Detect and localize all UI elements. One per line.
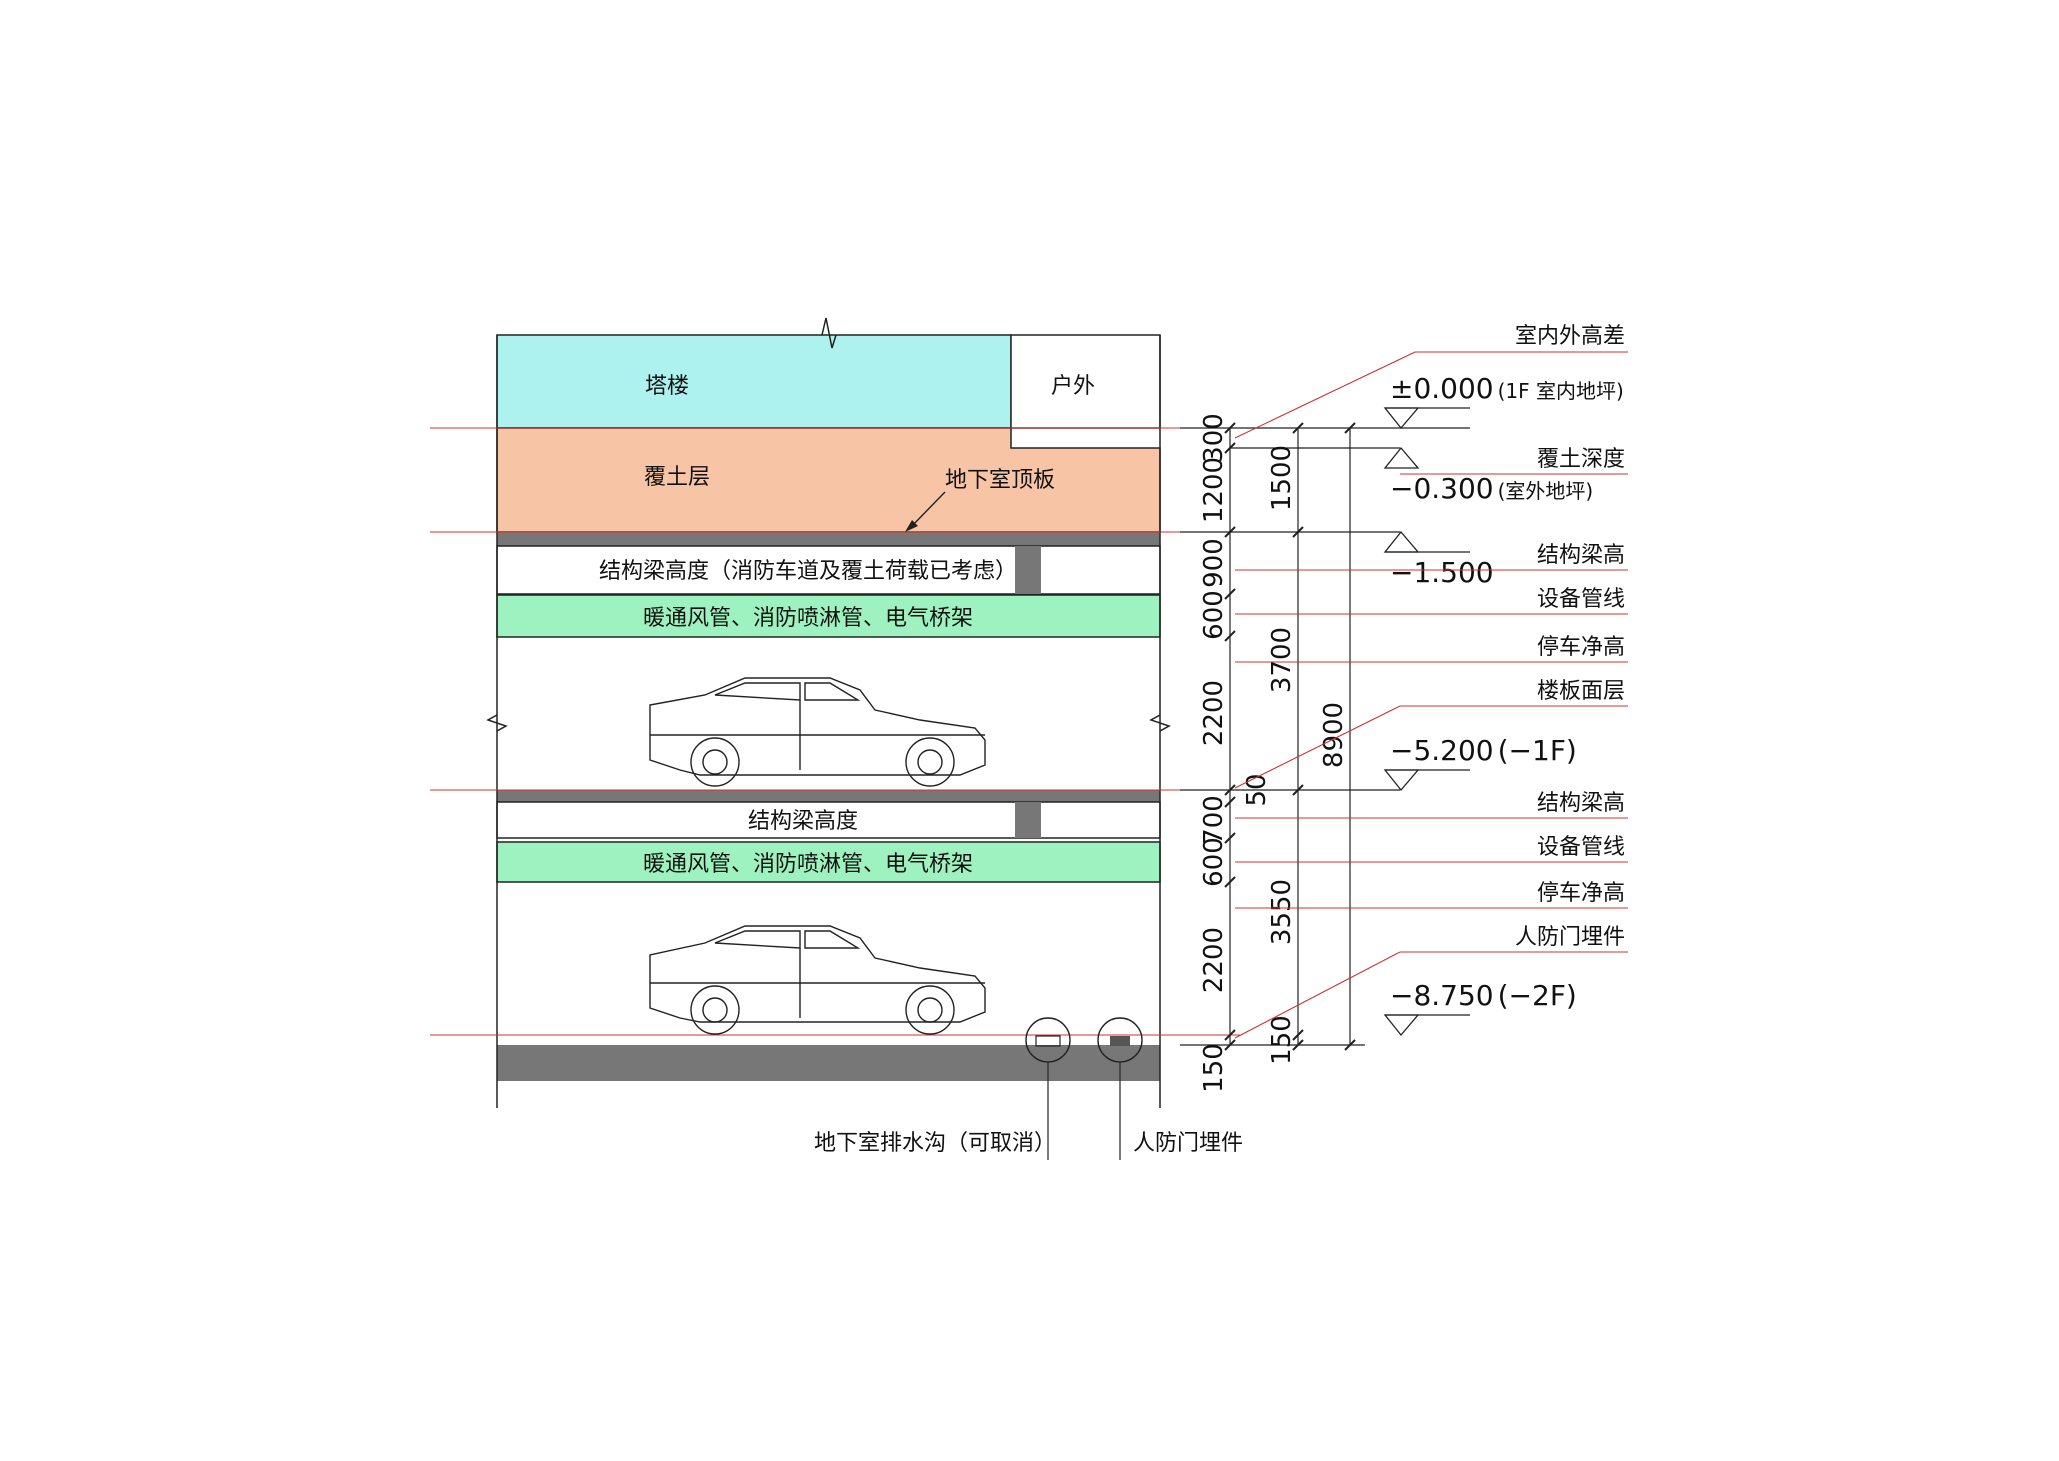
reference-lines (430, 427, 1240, 1036)
svg-text:人防门埋件: 人防门埋件 (1515, 925, 1625, 950)
elevation-markers (1383, 407, 1470, 1037)
break-mark-top (821, 317, 837, 349)
label-roof-slab: 地下室顶板 (945, 468, 1055, 493)
svg-text:150: 150 (1199, 1043, 1229, 1093)
svg-text:±0.000(1F 室内地坪): ±0.000(1F 室内地坪) (1390, 372, 1624, 405)
car-b1 (649, 677, 986, 787)
svg-text:700: 700 (1199, 795, 1229, 845)
dimension-ticks (1224, 422, 1356, 1051)
beam-zone-top (496, 545, 1161, 595)
tower-zone (496, 334, 1012, 429)
label-beam-mid: 结构梁高度 (748, 809, 858, 834)
label-mep-top: 暖通风管、消防喷淋管、电气桥架 (643, 606, 973, 631)
label-outdoor: 户外 (1051, 374, 1095, 399)
svg-text:2200: 2200 (1199, 680, 1229, 746)
soil-zone (496, 427, 1161, 533)
svg-text:楼板面层: 楼板面层 (1537, 679, 1625, 704)
dims-col2: 1500 3700 3550 150 (1267, 445, 1297, 1065)
svg-text:停车净高: 停车净高 (1537, 881, 1625, 906)
svg-text:2200: 2200 (1199, 927, 1229, 993)
svg-text:室内外高差: 室内外高差 (1515, 324, 1625, 349)
svg-text:1200: 1200 (1199, 457, 1229, 523)
right-labels: 室内外高差 覆土深度 结构梁高 设备管线 停车净高 楼板面层 结构梁高 设备管线… (1515, 324, 1625, 950)
svg-text:50: 50 (1242, 773, 1272, 806)
label-soil: 覆土层 (644, 465, 710, 490)
roof-slab (497, 532, 1160, 546)
svg-text:−1.500: −1.500 (1390, 556, 1494, 589)
dims-col3: 8900 (1319, 702, 1349, 768)
svg-text:3550: 3550 (1267, 879, 1297, 945)
dims-col1: 300 1200 900 600 2200 50 700 600 2200 15… (1199, 413, 1272, 1093)
svg-text:−0.300(室外地坪): −0.300(室外地坪) (1390, 472, 1593, 505)
label-civil-embed: 人防门埋件 (1133, 1131, 1243, 1156)
label-beam-top: 结构梁高度（消防车道及覆土荷载已考虑） (599, 559, 1017, 584)
svg-text:设备管线: 设备管线 (1537, 587, 1625, 612)
break-mark-right (1149, 714, 1171, 732)
mep-zone-top (496, 594, 1161, 638)
svg-text:600: 600 (1199, 590, 1229, 640)
bottom-slab (497, 1045, 1160, 1081)
outdoor-zone (1010, 334, 1161, 429)
label-mep-mid: 暖通风管、消防喷淋管、电气桥架 (643, 852, 973, 877)
label-drain: 地下室排水沟（可取消） (814, 1131, 1056, 1156)
elevation-texts: ±0.000(1F 室内地坪) −0.300(室外地坪) −1.500 −5.2… (1390, 372, 1624, 1012)
svg-text:结构梁高: 结构梁高 (1537, 543, 1625, 568)
svg-text:−5.200(−1F): −5.200(−1F) (1390, 734, 1577, 767)
car-b2 (649, 925, 986, 1035)
beam-stub-mid (1015, 802, 1041, 838)
svg-text:900: 900 (1199, 538, 1229, 588)
svg-text:−8.750(−2F): −8.750(−2F) (1390, 979, 1577, 1012)
label-tower: 塔楼 (645, 374, 689, 399)
svg-text:600: 600 (1199, 837, 1229, 887)
leader-lines (1234, 351, 1628, 1039)
svg-text:1500: 1500 (1267, 445, 1297, 511)
break-mark-left (486, 714, 508, 732)
svg-text:设备管线: 设备管线 (1537, 835, 1625, 860)
dimension-lines (1180, 427, 1470, 1046)
beam-stub-top (1015, 546, 1041, 594)
svg-text:结构梁高: 结构梁高 (1537, 791, 1625, 816)
svg-text:300: 300 (1199, 413, 1229, 463)
svg-text:停车净高: 停车净高 (1537, 635, 1625, 660)
floor-slab-b1 (497, 790, 1160, 802)
mep-zone-mid (496, 841, 1161, 883)
svg-text:覆土深度: 覆土深度 (1537, 447, 1625, 472)
svg-text:3700: 3700 (1267, 627, 1297, 693)
svg-text:150: 150 (1267, 1015, 1297, 1065)
